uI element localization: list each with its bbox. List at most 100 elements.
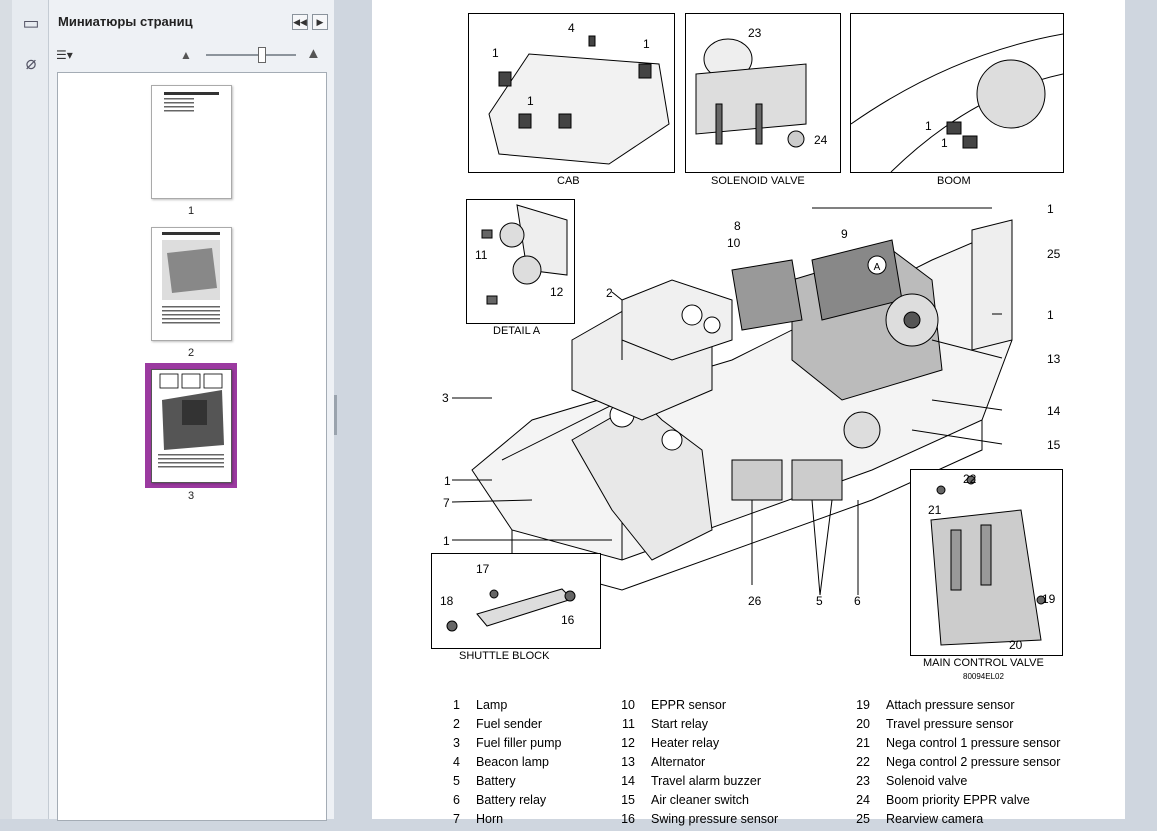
callout: 3 <box>442 391 449 405</box>
cab-drawing <box>488 35 670 165</box>
page-thumbnail-3[interactable] <box>151 369 232 483</box>
callout: 4 <box>568 21 575 35</box>
main-control-valve-drawing <box>930 475 1046 646</box>
callout: 1 <box>527 94 534 108</box>
page-thumbnail-2[interactable] <box>151 227 232 341</box>
callout: 8 <box>734 219 741 233</box>
boom-inset <box>850 13 1064 173</box>
solenoid-caption: SOLENOID VALVE <box>711 175 805 187</box>
callout: 14 <box>1047 404 1061 418</box>
attachments-icon[interactable]: ⌀ <box>25 53 37 73</box>
callout: 19 <box>1042 592 1056 606</box>
callout: 17 <box>476 562 490 576</box>
callout: 9 <box>841 227 848 241</box>
callout: 1 <box>443 534 450 548</box>
zoom-in-icon[interactable]: ▲ <box>306 45 321 62</box>
document-right-gutter <box>1125 0 1157 819</box>
callout: 6 <box>854 594 861 608</box>
shuttle-block-caption: SHUTTLE BLOCK <box>459 650 550 662</box>
detail-a-inset <box>466 199 575 324</box>
main-control-valve-caption: MAIN CONTROL VALVE <box>923 657 1044 669</box>
callout: 2 <box>606 286 613 300</box>
callout: 18 <box>440 594 454 608</box>
page-thumbnail-1[interactable] <box>151 85 232 199</box>
callout: 26 <box>748 594 762 608</box>
callout: 1 <box>925 119 932 133</box>
thumbnail-toolbar: ☰▾ ▲ ▲ <box>48 44 334 70</box>
callout: 24 <box>814 133 828 147</box>
slider-handle[interactable] <box>258 47 266 63</box>
callout: 21 <box>928 503 942 517</box>
thumbnail-1-content <box>164 92 219 112</box>
solenoid-drawing <box>695 38 807 148</box>
main-control-valve-inset <box>910 469 1063 656</box>
marker-a: A <box>874 262 881 273</box>
callout: 1 <box>1047 202 1054 216</box>
callout: 23 <box>748 26 762 40</box>
callout: 13 <box>1047 352 1061 366</box>
cab-inset <box>468 13 675 173</box>
thumbnail-3-label: 3 <box>187 490 195 502</box>
drawing-reference-code: 80094EL02 <box>963 672 1004 681</box>
boom-drawing <box>850 33 1064 173</box>
panel-splitter[interactable] <box>334 0 372 819</box>
callout: 12 <box>550 285 564 299</box>
collapse-panel-button[interactable]: ◀◀ <box>292 14 308 30</box>
shuttle-block-inset <box>431 553 601 649</box>
zoom-out-icon[interactable]: ▲ <box>180 48 192 62</box>
thumbnail-3-content <box>152 370 231 482</box>
shuttle-block-drawing <box>446 588 576 632</box>
callout: 10 <box>727 236 741 250</box>
callout: 5 <box>816 594 823 608</box>
callout: 1 <box>643 37 650 51</box>
detail-a-drawing <box>481 204 568 305</box>
expand-panel-button[interactable]: ▶ <box>312 14 328 30</box>
thumbnail-1-label: 1 <box>187 205 195 217</box>
panel-header: Миниатюры страниц ◀◀ ▶ <box>48 8 334 36</box>
callout: 25 <box>1047 247 1061 261</box>
detail-a-caption: DETAIL A <box>493 325 541 337</box>
options-menu-button[interactable]: ☰▾ <box>56 48 73 62</box>
callout: 15 <box>1047 438 1061 452</box>
callout: 20 <box>1009 638 1023 652</box>
solenoid-inset <box>685 13 841 173</box>
thumbnail-2-content <box>162 232 220 324</box>
electrical-component-diagram: A <box>451 207 1013 596</box>
boom-caption: BOOM <box>937 175 971 187</box>
callout: 1 <box>941 136 948 150</box>
pages-icon[interactable]: ▭ <box>22 13 40 33</box>
callout: 22 <box>963 472 977 486</box>
callout: 16 <box>561 613 575 627</box>
callout: 7 <box>443 496 450 510</box>
callout: 1 <box>444 474 451 488</box>
splitter-grip[interactable] <box>334 395 337 435</box>
thumbnail-size-slider[interactable] <box>206 54 296 56</box>
cab-caption: CAB <box>557 175 580 187</box>
callout: 1 <box>492 46 499 60</box>
thumbnail-2-label: 2 <box>187 347 195 359</box>
callout: 1 <box>1047 308 1054 322</box>
navigation-icon-bar: ▭ ⌀ <box>12 0 49 819</box>
